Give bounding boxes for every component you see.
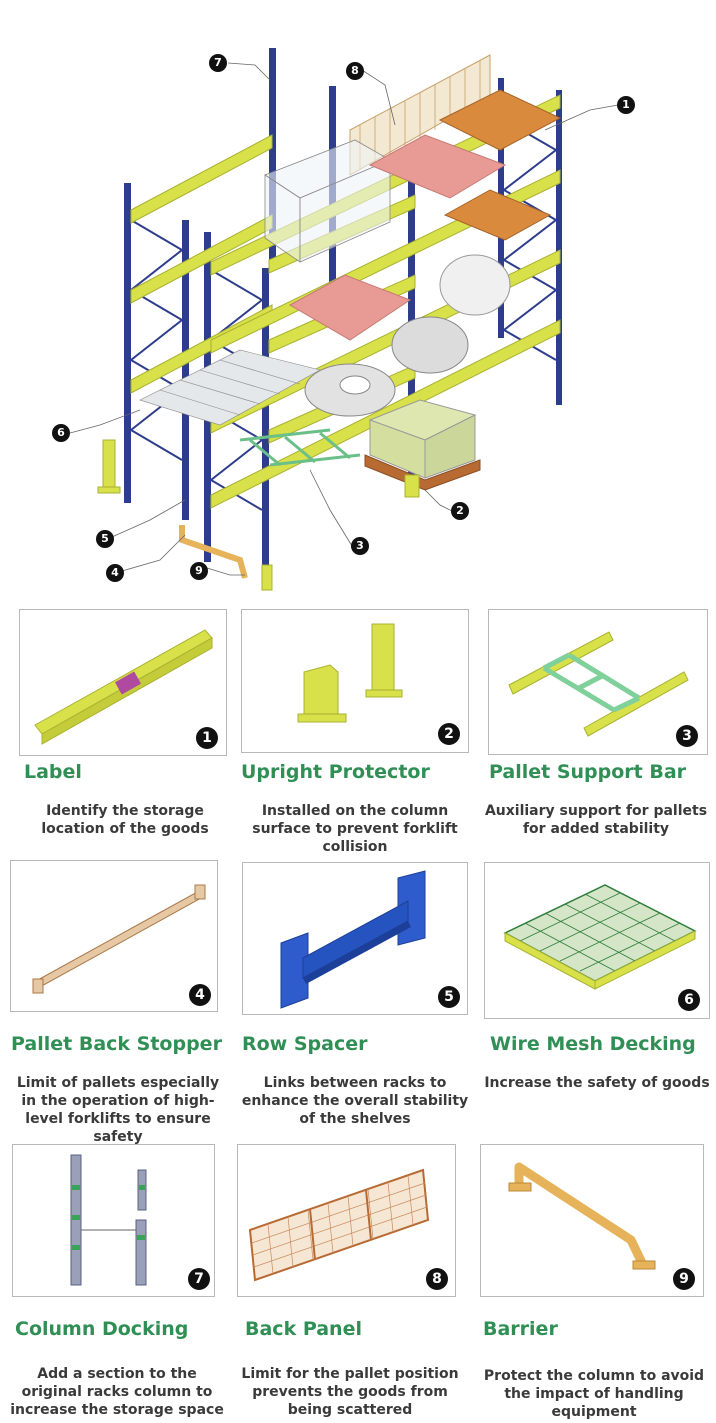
component-description: Installed on the column surface to preve… [252,803,458,855]
component-description: Auxiliary support for pallets for added … [484,803,708,837]
component-title: Pallet Back Stopper [11,1033,222,1055]
component-description: Limit for the pallet position prevents t… [241,1366,459,1418]
component-card-label: 1 [19,609,227,756]
component-title: Barrier [483,1318,558,1340]
barrier-illustration [179,525,248,579]
callout-7: 7 [209,54,227,72]
component-description: Identify the storage location of the goo… [41,803,209,837]
callout-8: 8 [346,62,364,80]
pink-sheet-mid [288,274,412,341]
component-number: 5 [438,986,460,1008]
component-card-pallet-back-stopper: 4 [10,860,218,1012]
callout-3: 3 [351,537,369,555]
wood-pallet-mid [443,189,552,241]
callout-5: 5 [96,530,114,548]
component-card-barrier: 9 [480,1144,704,1297]
callout-6: 6 [52,424,70,442]
wire-mesh-deck [139,349,321,426]
pallet-back-stopper-image [32,884,206,994]
callout-1: 1 [617,96,635,114]
component-number: 3 [676,725,698,747]
label-beam-image [34,629,213,745]
component-title: Back Panel [245,1318,362,1340]
component-number: 1 [196,727,218,749]
component-number: 8 [426,1268,448,1290]
component-number: 9 [673,1268,695,1290]
steel-roll [391,316,469,374]
component-number: 4 [189,984,211,1006]
component-card-pallet-support-bar: 3 [488,609,708,755]
component-card-upright-protector: 2 [241,609,469,753]
component-description: Protect the column to avoid the impact o… [483,1368,705,1420]
component-card-row-spacer: 5 [242,862,468,1015]
barrier-image [508,1162,656,1270]
pallet-support-bar-image [508,631,689,737]
paper-roll [439,254,511,316]
column-docking-image [70,1154,147,1286]
callout-2: 2 [451,502,469,520]
callout-9: 9 [190,562,208,580]
component-title: Wire Mesh Decking [490,1033,696,1055]
component-title: Column Docking [15,1318,189,1340]
component-description: Add a section to the original racks colu… [10,1366,224,1418]
component-number: 7 [188,1268,210,1290]
component-title: Label [24,761,82,783]
component-number: 2 [438,723,460,745]
component-title: Row Spacer [242,1033,368,1055]
component-title: Pallet Support Bar [489,761,687,783]
wire-mesh-decking-image [503,884,697,990]
wire-cage-illustration [264,139,391,263]
back-panel-image [248,1168,430,1282]
rack-assembly-illustration [69,48,619,591]
upright-protector-illustration [102,439,116,491]
pink-sheet-top [368,134,507,199]
upright-protector-image [297,623,403,723]
component-card-wire-mesh-decking: 6 [484,862,710,1019]
component-number: 6 [678,989,700,1011]
component-description: Links between racks to enhance the overa… [241,1075,469,1127]
green-crate [364,399,481,491]
component-description: Limit of pallets especially in the opera… [16,1075,220,1145]
component-card-back-panel: 8 [237,1144,456,1297]
component-description: Increase the safety of goods [484,1075,710,1091]
row-spacer-image [280,870,426,1009]
wood-pallet-top [438,89,562,151]
callout-4: 4 [106,564,124,582]
component-title: Upright Protector [241,761,430,783]
component-card-column-docking: 7 [12,1144,215,1297]
